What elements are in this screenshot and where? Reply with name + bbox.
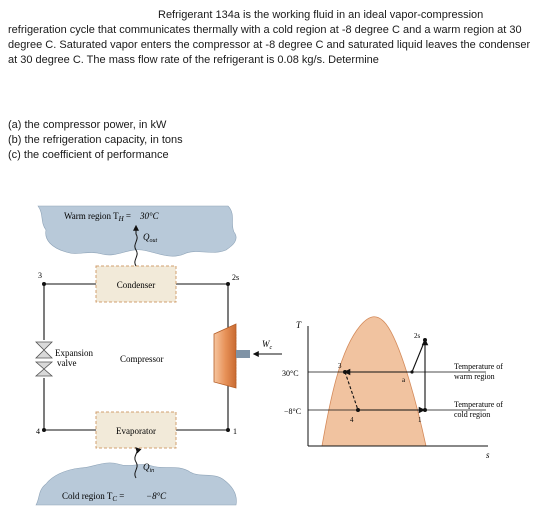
part-a: (a) the compressor power, in kW xyxy=(8,119,167,131)
q-out-label: Qout xyxy=(143,232,158,244)
expansion-valve-lower-icon xyxy=(34,361,54,377)
state-1-label: 1 xyxy=(233,427,237,436)
state-2s-dot xyxy=(226,282,230,286)
cold-region-label: Cold region TC = xyxy=(62,491,124,503)
ts-state-3-label: 3 xyxy=(338,362,342,370)
warm-region-cloud xyxy=(37,205,237,257)
evaporator-box xyxy=(95,411,177,449)
ts-cold-temp: −8°C xyxy=(284,407,301,416)
part-c: (c) the coefficient of performance xyxy=(8,149,169,161)
question-parts: (a) the compressor power, in kW (b) the … xyxy=(8,118,183,163)
ts-state-1-label: 1 xyxy=(418,416,422,424)
state-3-dot xyxy=(42,282,46,286)
expansion-valve-icon xyxy=(35,341,53,359)
expansion-valve-label-1: Expansion xyxy=(55,348,93,358)
ts-warm-label-1: Temperature of xyxy=(454,362,503,371)
state-1-dot xyxy=(226,428,230,432)
warm-region-value: 30°C xyxy=(139,211,160,221)
condenser-label: Condenser xyxy=(117,280,156,290)
ts-diagram: T s 30°C −8°C 3 4 1 2s a Temperature of … xyxy=(282,316,503,460)
state-4-label: 4 xyxy=(36,427,40,436)
ts-cold-label-1: Temperature of xyxy=(454,400,503,409)
work-input-label: Wc xyxy=(262,339,273,351)
part-b: (b) the refrigeration capacity, in tons xyxy=(8,134,183,146)
warm-region-label: Warm region TH = xyxy=(64,211,131,223)
q-out-arrow xyxy=(133,224,139,267)
state-2s-label: 2s xyxy=(232,273,239,282)
ts-throttling xyxy=(344,371,359,411)
ts-state-1 xyxy=(423,408,427,412)
state-4-dot xyxy=(42,428,46,432)
evaporator-label: Evaporator xyxy=(116,426,156,436)
cold-region-value: −8°C xyxy=(146,491,167,501)
ts-state-2s xyxy=(423,338,427,342)
ts-desuperheat xyxy=(411,339,426,373)
q-in-label: Qin xyxy=(143,462,154,474)
ts-warm-label-2: warm region xyxy=(454,372,495,381)
compressor-shaft xyxy=(236,350,250,358)
problem-text: Refrigerant 134a is the working fluid in… xyxy=(8,8,540,68)
ts-y-label: T xyxy=(296,320,302,330)
ts-state-2s-label: 2s xyxy=(414,332,421,340)
ts-dome-curve xyxy=(321,316,427,447)
ts-warm-temp: 30°C xyxy=(282,369,299,378)
ts-state-a-label: a xyxy=(402,376,406,384)
compressor-label: Compressor xyxy=(120,354,164,364)
expansion-valve-label-2: valve xyxy=(57,358,77,368)
condenser-box xyxy=(95,265,177,303)
q-in-arrow xyxy=(134,447,142,479)
ts-cold-label-2: cold region xyxy=(454,410,490,419)
ts-state-3 xyxy=(343,370,347,374)
ts-dome-fill xyxy=(322,316,426,446)
ts-state-4 xyxy=(356,408,360,412)
ts-x-label: s xyxy=(486,450,490,460)
ts-state-a xyxy=(410,370,414,374)
problem-statement: Refrigerant 134a is the working fluid in… xyxy=(8,9,531,66)
state-3-label: 3 xyxy=(38,271,42,280)
compressor-icon xyxy=(213,323,237,389)
ts-state-4-label: 4 xyxy=(350,416,354,424)
